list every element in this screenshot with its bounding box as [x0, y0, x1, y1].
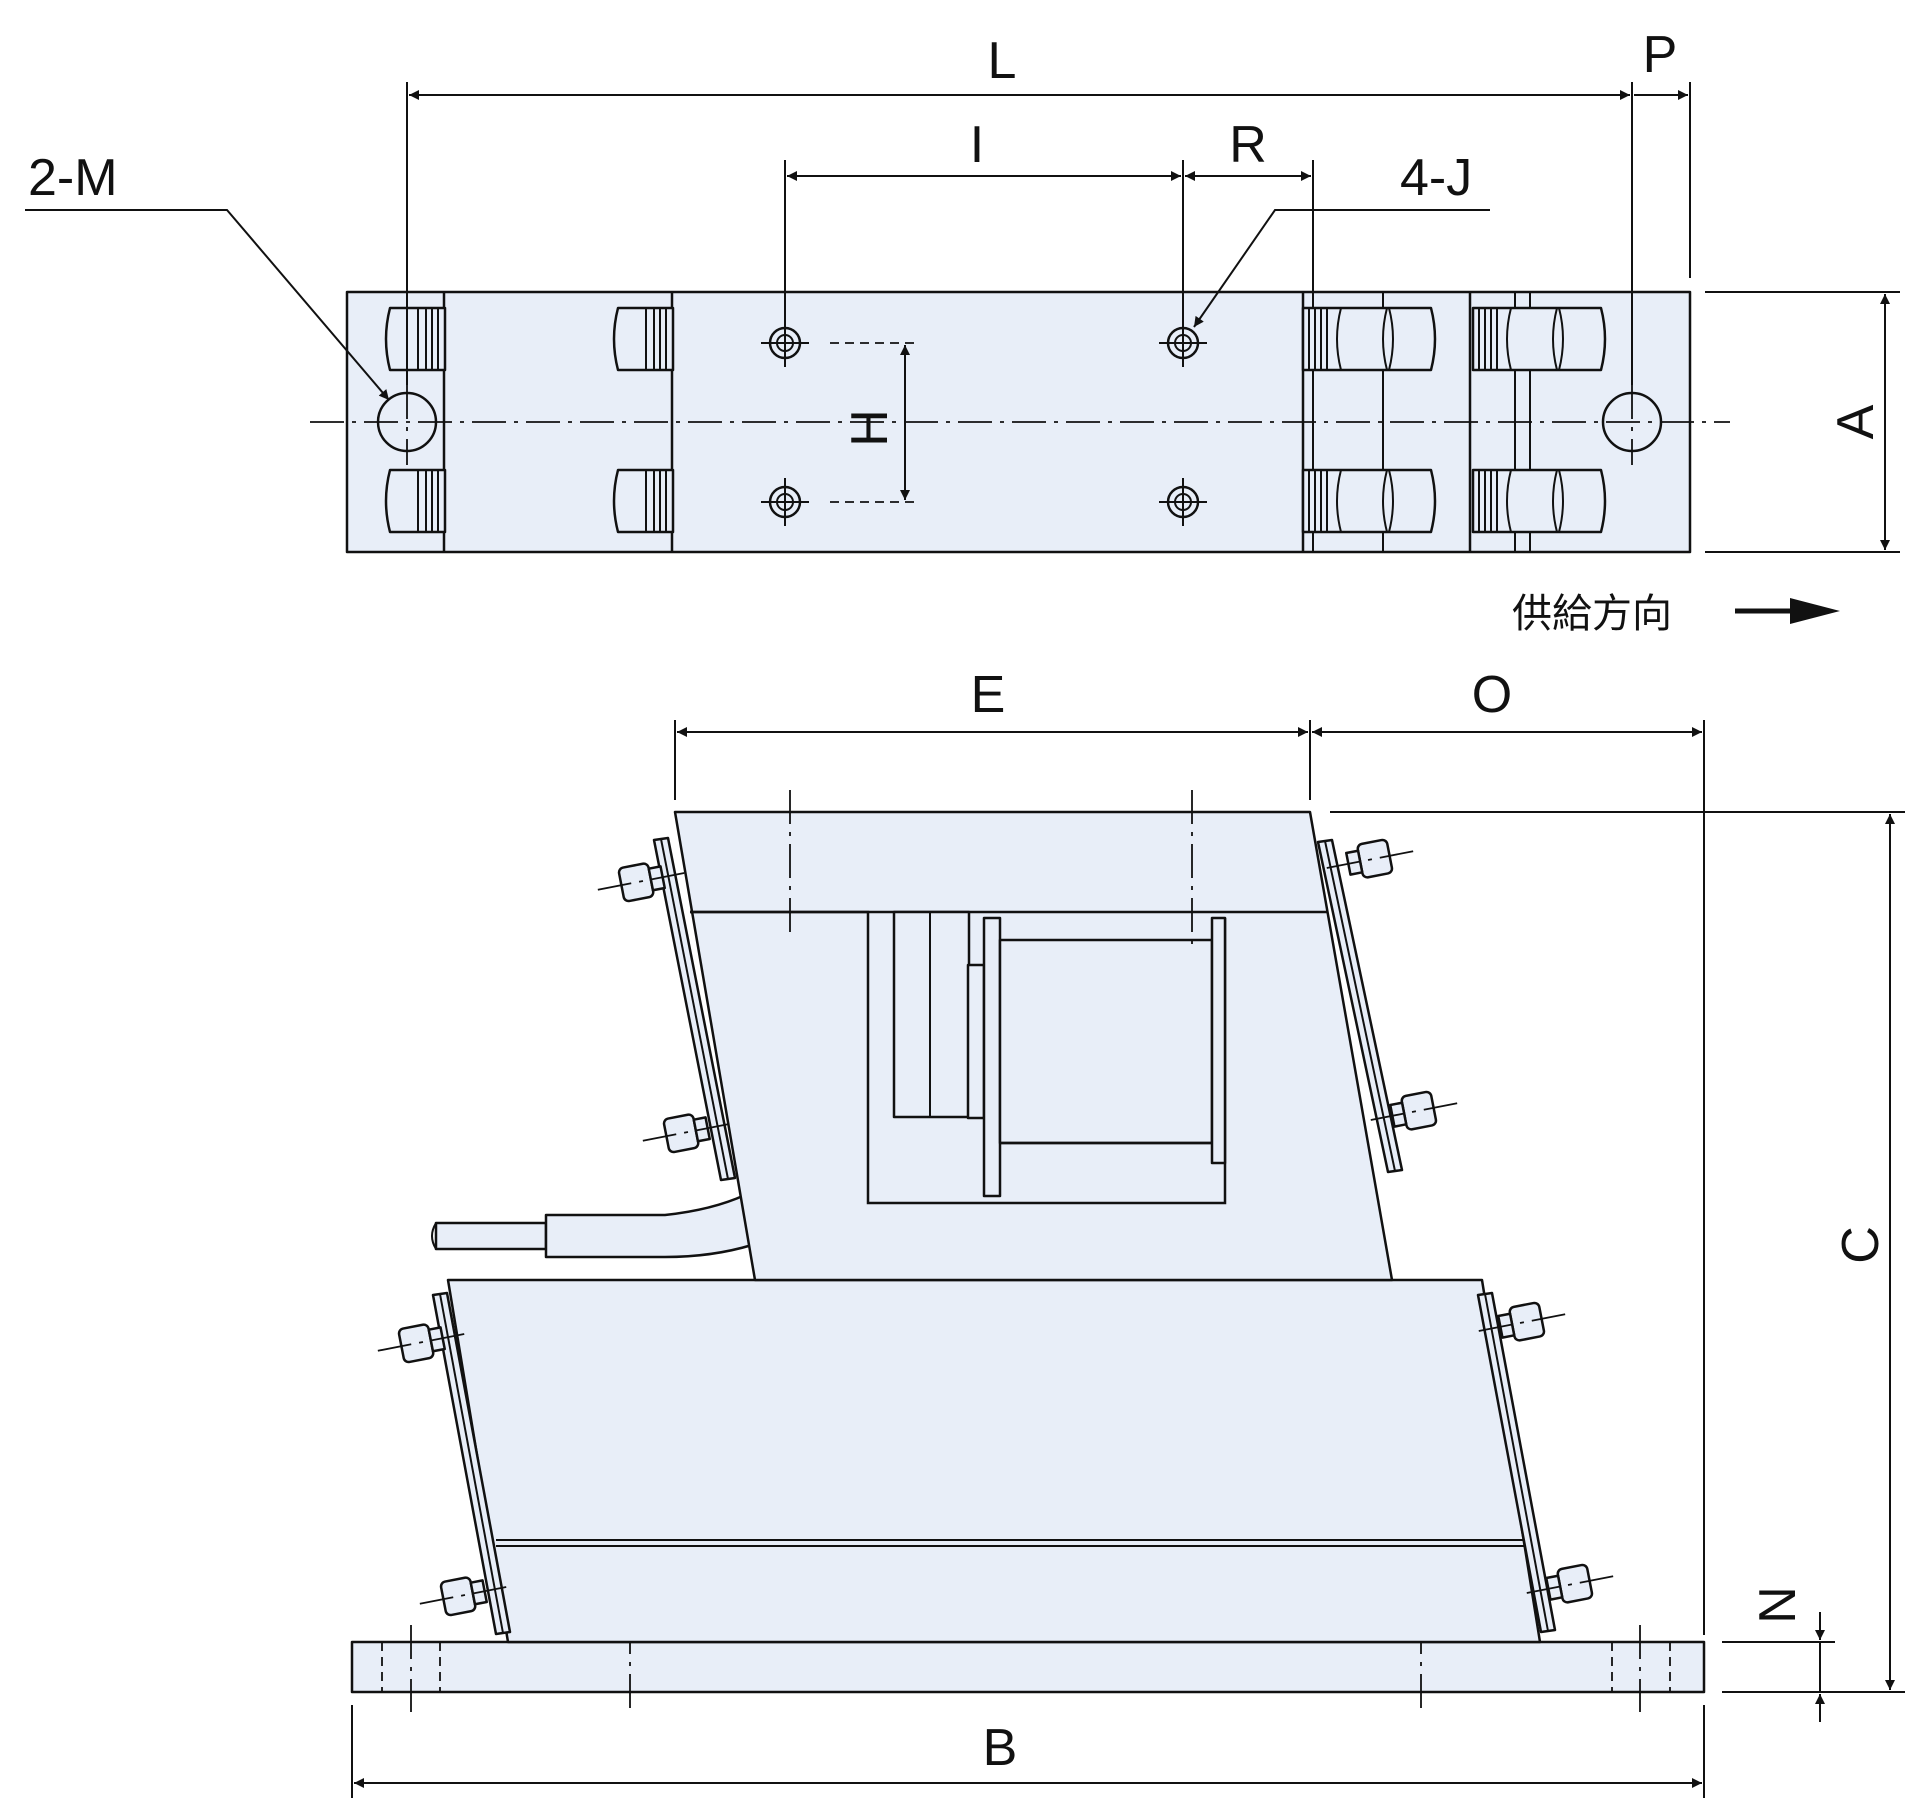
- roller-icon: [1301, 306, 1437, 372]
- base-plate: [350, 1640, 1706, 1694]
- dim-label-l: L: [988, 32, 1017, 90]
- arrow-right-icon: [1735, 598, 1840, 624]
- coil: [892, 910, 971, 1119]
- dim-label-o: O: [1472, 666, 1512, 724]
- roller-icon: [384, 468, 447, 534]
- cable: [431, 1193, 754, 1259]
- feed-direction-label: 供給方向: [1512, 591, 1672, 637]
- roller-icon: [1471, 306, 1607, 372]
- roller-icon: [1301, 468, 1437, 534]
- front-view: E O C N B: [350, 666, 1905, 1798]
- roller-icon: [612, 468, 675, 534]
- top-view: L P I R 2-M 4-J H A 供給方向: [25, 26, 1900, 637]
- dim-label-n: N: [1749, 1586, 1807, 1624]
- dim-label-h: H: [841, 409, 899, 447]
- dim-label-p: P: [1643, 26, 1678, 84]
- roller-icon: [384, 306, 447, 372]
- roller-icon: [612, 306, 675, 372]
- callout-2m: 2-M: [28, 149, 118, 207]
- roller-icon: [1471, 468, 1607, 534]
- leader-4j: [1193, 209, 1490, 328]
- callout-4j: 4-J: [1400, 149, 1472, 207]
- dim-label-b: B: [983, 1719, 1018, 1777]
- armature: [998, 938, 1214, 1145]
- dim-label-c: C: [1832, 1226, 1890, 1264]
- dim-label-a: A: [1827, 404, 1885, 439]
- dim-label-e: E: [971, 666, 1006, 724]
- leader-2m: [25, 209, 390, 401]
- lower-body: [446, 1278, 1542, 1644]
- dim-label-r: R: [1229, 116, 1267, 174]
- dim-label-i: I: [970, 116, 984, 174]
